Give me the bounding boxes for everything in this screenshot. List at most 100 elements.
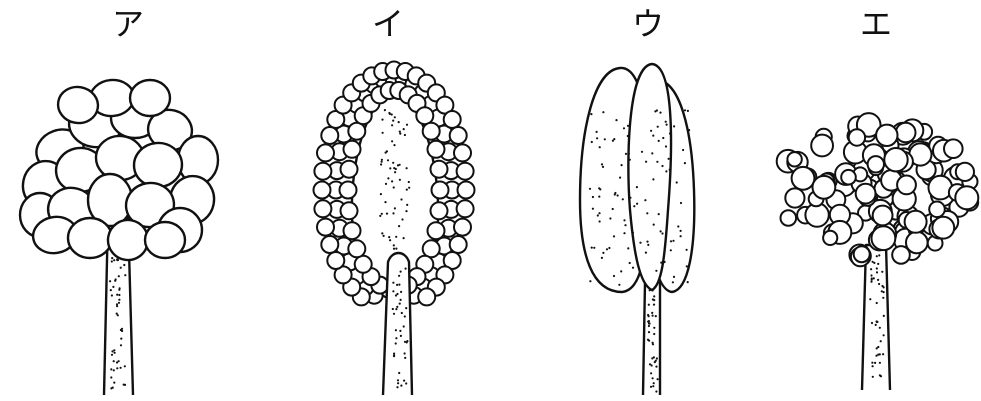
stipple-dot [398,284,400,286]
stipple-dot [672,281,674,283]
stipple-dot [392,308,394,310]
stipple-dot [653,333,655,335]
stipple-dot [876,271,878,273]
stipple-dot [871,277,873,279]
stipple-dot [589,188,591,190]
stipple-dot [669,169,671,171]
stipple-dot [403,325,405,327]
stipple-dot [392,290,394,292]
stipple-dot [608,247,610,249]
stipple-dot [393,353,395,355]
stipple-dot [592,196,594,198]
stipple-dot [629,159,631,161]
stipple-dot [379,215,381,217]
stipple-dot [877,263,879,265]
bead [341,161,358,178]
bead [431,202,448,219]
stipple-dot [670,240,672,242]
stipple-dot [393,248,395,250]
stipple-dot [401,218,403,220]
granule [785,188,804,207]
stipple-dot [114,352,116,354]
stipple-dot [120,344,122,346]
stipple-dot [116,294,118,296]
stipple-dot [870,274,872,276]
stipple-dot [876,255,878,257]
granule [787,152,801,166]
stipple-dot [658,213,660,215]
stipple-dot [393,354,395,356]
stipple-dot [664,261,666,263]
stamen-elongated-icon [580,64,694,395]
stipple-dot [599,146,601,148]
bead [418,288,435,305]
stipple-dot [686,249,688,251]
stipple-dot [872,261,874,263]
stipple-dot [883,291,885,293]
stipple-dot [883,286,885,288]
stipple-dot [648,325,650,327]
stipple-dot [648,331,650,333]
stipple-dot [665,170,667,172]
bead [317,144,334,161]
stipple-dot [653,304,655,306]
stalk-c [643,282,660,395]
stipple-dot [882,297,884,299]
stipple-dot [618,284,620,286]
granule [872,226,896,250]
stipple-dot [403,380,405,382]
bead [321,127,338,144]
stipple-dot [655,390,657,392]
stipple-dot [381,159,383,161]
stipple-dot [399,330,401,332]
bead [457,163,474,180]
stipple-dot [394,207,396,209]
stipple-dot [650,372,652,374]
stipple-dot [381,161,383,163]
stipple-dot [656,161,658,163]
stipple-dot [881,271,883,273]
stipple-dot [119,287,121,289]
stipple-dot [645,161,647,163]
stipple-dot [613,235,615,237]
stipple-dot [623,232,625,234]
stipple-dot [406,124,408,126]
stipple-dot [652,385,654,387]
stipple-dot [653,327,655,329]
stipple-dot [871,362,873,364]
stipple-dot [118,275,120,277]
stipple-dot [670,249,672,251]
stipple-dot [652,377,654,379]
stipple-dot [628,153,630,155]
bead [457,200,474,217]
stipple-dot [118,360,120,362]
stipple-dot [399,131,401,133]
stipple-dot [653,295,655,297]
stipple-dot [396,306,398,308]
granule [896,123,916,143]
stipple-dot [878,283,880,285]
bead [458,182,475,199]
stipple-dot [633,205,635,207]
stipple-dot [397,382,399,384]
bead [344,222,361,239]
stipple-dot [392,212,394,214]
stipple-dot [656,109,658,111]
bead [314,182,331,199]
stipple-dot [636,203,638,205]
stipple-dot [114,280,116,282]
bead [454,219,471,236]
bead [344,141,361,158]
stipple-dot [870,281,872,283]
stipple-dot [655,315,657,317]
stipple-dot [879,362,881,364]
stipple-dot [872,376,874,378]
stipple-dot [873,277,875,279]
stipple-dot [393,244,395,246]
stipple-dot [395,342,397,344]
stipple-dot [124,274,126,276]
stipple-dot [612,208,614,210]
bead [314,163,331,180]
stipple-dot [653,224,655,226]
